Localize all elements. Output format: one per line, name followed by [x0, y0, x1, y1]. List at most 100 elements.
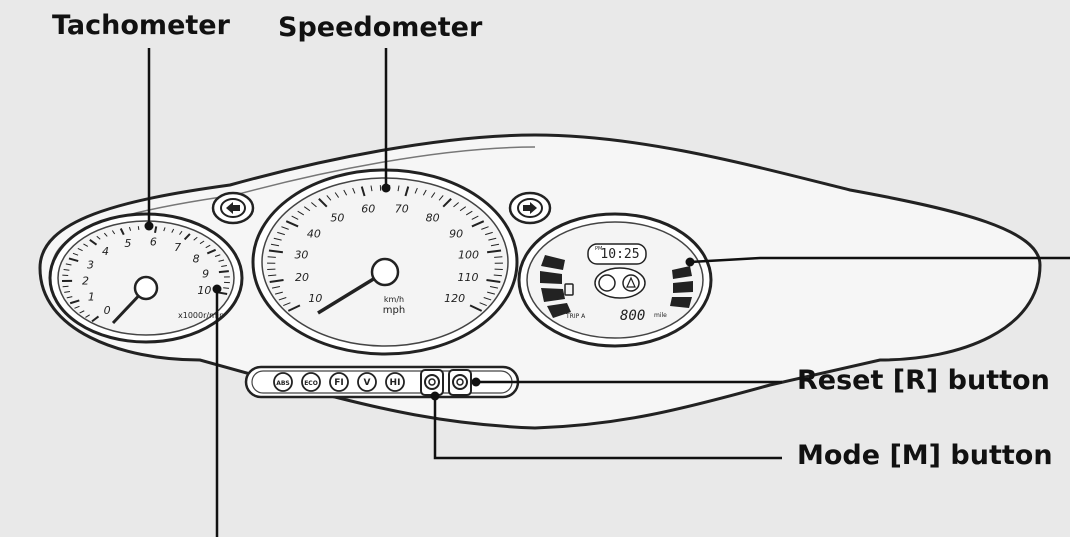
tachometer-tick [183, 233, 191, 241]
speedometer-tick [334, 192, 340, 198]
speedometer-tick [283, 302, 291, 307]
indicator-lamp-hi: HI [385, 372, 405, 392]
speedometer-tick [487, 291, 496, 295]
tachometer-unit: x1000r/min [178, 311, 224, 320]
tachometer-number: 1 [88, 291, 95, 304]
tachometer-number: 8 [193, 252, 200, 265]
speedometer-tick [430, 192, 436, 198]
speedometer-number: 20 [295, 271, 309, 284]
speedometer-tick [438, 195, 444, 201]
speedometer-number: 120 [444, 292, 465, 305]
display-leader [689, 256, 1070, 264]
tachometer-tick [163, 227, 166, 232]
speedometer-number: 10 [308, 292, 322, 305]
speedometer-tick [453, 202, 459, 208]
indicator-lamp-v: V [357, 372, 377, 392]
speedometer-tick [285, 220, 299, 228]
tachometer-tick [68, 257, 79, 263]
speedometer-tick [414, 187, 418, 194]
tachometer-number: 10 [197, 284, 211, 297]
tachometer-tick [193, 236, 198, 241]
indicator-lamp-label: ABS [276, 380, 290, 387]
tachometer-tick [154, 226, 158, 234]
speedometer-tick [471, 220, 485, 228]
odometer-unit: mile [654, 312, 667, 319]
tachometer-tick [111, 230, 116, 235]
speedometer-tick [489, 286, 499, 289]
speedometer-number: 80 [426, 211, 440, 224]
tachometer-number: 2 [82, 275, 89, 288]
mode-button-label: Mode [M] button [797, 440, 1053, 471]
leader-lines [147, 48, 1070, 537]
speedometer-number: 50 [330, 211, 344, 224]
speedometer-tick [270, 243, 280, 247]
speedometer-tick [479, 302, 487, 307]
tachometer-tick [205, 244, 211, 249]
speedometer-tick [486, 249, 502, 254]
fuel-gauge-bars [540, 255, 571, 318]
tachometer-tick [137, 226, 140, 231]
tachometer-tick [74, 305, 80, 309]
speedometer-tick [481, 226, 489, 230]
clock-display [587, 243, 647, 265]
clock-time: 10:25 [600, 247, 639, 262]
tachometer-tick [89, 239, 98, 246]
speedometer-unit-kmh: km/h [384, 295, 404, 304]
speedometer-tick [469, 304, 483, 312]
speedometer-tick [287, 304, 301, 312]
leader-dots [144, 183, 695, 401]
speedometer-tick [281, 226, 289, 230]
speedometer-tick [278, 297, 287, 301]
speedometer-tick [488, 237, 497, 241]
tachometer-tick [171, 228, 175, 233]
speedometer-tick [483, 297, 492, 301]
tachometer-number: 0 [104, 304, 111, 317]
speedometer-tick [465, 210, 473, 216]
tachometer-tick [218, 259, 225, 262]
mode-button[interactable] [420, 369, 444, 396]
speedometer-number: 60 [361, 203, 375, 216]
reset-button-label: Reset [R] button [797, 365, 1050, 396]
speedometer-tick [268, 249, 284, 254]
odometer-value: 800 [620, 308, 645, 324]
speedometer-tick [352, 187, 356, 194]
tachometer-tick [199, 240, 205, 245]
speedometer-tick [343, 189, 348, 196]
tachometer-tick [119, 228, 125, 236]
tachometer-tick [91, 315, 100, 323]
tachometer-tick [69, 299, 80, 305]
tachometer-tick [77, 247, 83, 252]
indicator-lamp-abs: ABS [273, 372, 293, 392]
tachometer-tick [221, 264, 227, 267]
speedometer-tick [277, 231, 285, 236]
speedometer-unit-mph: mph [383, 305, 405, 316]
speedometer-ticks [267, 185, 503, 312]
tachometer-tick [223, 287, 230, 289]
tachometer-number: 4 [102, 245, 109, 258]
indicator-lamp-eco: ECO [301, 372, 321, 392]
tachometer-tick [63, 268, 70, 271]
left-turn-signal [211, 191, 255, 225]
speedometer-tick [422, 189, 427, 196]
tachometer-tick [96, 235, 101, 240]
trip-label: TRIP A [565, 313, 586, 320]
tachometer-tick [179, 230, 183, 235]
speedometer-tick [273, 237, 282, 241]
tachometer-number: 9 [202, 268, 209, 281]
multifunction-display: 10:25 PM TRIP A 800 mile [517, 212, 713, 348]
speedometer-tick [274, 291, 283, 295]
speedometer-tick [303, 206, 311, 212]
speedometer-tick [291, 215, 299, 220]
fuel-icon [564, 283, 574, 296]
tachometer-tick [128, 226, 132, 231]
speedometer-tick [267, 256, 276, 258]
speedometer-tick [494, 256, 503, 258]
reset-button[interactable] [448, 369, 472, 396]
speedometer-tick [326, 195, 332, 201]
speedometer-tick [311, 202, 317, 208]
